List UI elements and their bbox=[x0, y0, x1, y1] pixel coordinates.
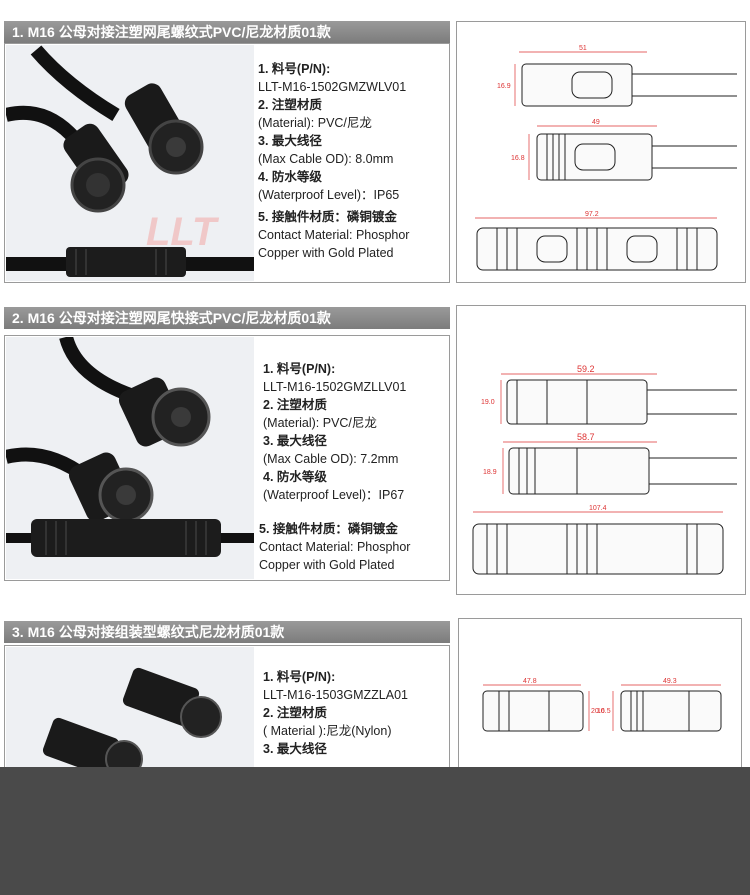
svg-text:107.4: 107.4 bbox=[589, 505, 607, 512]
spec-contact-material: Contact Material: Phosphor bbox=[259, 540, 411, 554]
spec-part-number: LLT-M16-1503GMZZLA01 bbox=[263, 688, 408, 702]
section-3-drawing: 47.8 20.0 49.3 16.5 bbox=[458, 618, 742, 775]
svg-text:20.0: 20.0 bbox=[591, 708, 605, 715]
connector-photo-icon bbox=[6, 647, 254, 773]
section-2-drawing: 59.2 19.0 58.7 18.9 107.4 bbox=[456, 305, 746, 595]
svg-text:18.9: 18.9 bbox=[483, 469, 497, 476]
spec-material: (Material): PVC/尼龙 bbox=[263, 416, 377, 430]
section-2-product-photo bbox=[6, 337, 254, 579]
section-3-spec-list: 1. 料号(P/N): LLT-M16-1503GMZZLA01 2. 注塑材质… bbox=[263, 670, 408, 756]
svg-text:97.2: 97.2 bbox=[585, 211, 599, 218]
spec-waterproof: (Waterproof Level)：IP65 bbox=[258, 188, 400, 202]
section-2-info-panel: 1. 料号(P/N): LLT-M16-1502GMZLLV01 2. 注塑材质… bbox=[4, 335, 450, 581]
svg-text:16.5: 16.5 bbox=[597, 708, 611, 715]
spec-part-number-label: 料号(P/N): bbox=[271, 62, 331, 76]
svg-text:47.8: 47.8 bbox=[523, 678, 537, 685]
section-1-product-photo: LLT bbox=[6, 45, 254, 281]
section-3-title: 3. M16 公母对接组装型螺纹式尼龙材质01款 bbox=[12, 624, 285, 640]
spec-cable-od: (Max Cable OD): 7.2mm bbox=[263, 452, 399, 466]
section-2-header: 2. M16 公母对接注塑网尾快接式PVC/尼龙材质01款 bbox=[4, 307, 450, 329]
svg-text:51: 51 bbox=[579, 45, 587, 52]
connector-drawing-icon: 47.8 20.0 49.3 16.5 bbox=[482, 678, 722, 732]
section-1-info-panel: LLT 1. 料号(P/N): LLT-M16-1502GMZWLV01 2. … bbox=[4, 43, 450, 283]
bottom-overlay bbox=[0, 767, 750, 895]
section-2-title: 2. M16 公母对接注塑网尾快接式PVC/尼龙材质01款 bbox=[12, 310, 331, 326]
spec-material: ( Material ):尼龙(Nylon) bbox=[263, 724, 392, 738]
svg-text:19.0: 19.0 bbox=[481, 399, 495, 406]
connector-drawing-icon: 51 16.9 49 16.8 97.2 bbox=[475, 45, 737, 271]
connector-photo-icon: LLT bbox=[6, 45, 254, 281]
spec-waterproof: (Waterproof Level)：IP67 bbox=[263, 488, 405, 502]
spec-part-number-label: 料号(P/N): bbox=[276, 362, 336, 376]
svg-text:49: 49 bbox=[592, 119, 600, 126]
spec-cable-od: (Max Cable OD): 8.0mm bbox=[258, 152, 394, 166]
connector-photo-icon bbox=[6, 337, 254, 579]
svg-text:16.9: 16.9 bbox=[497, 83, 511, 90]
section-3-header: 3. M16 公母对接组装型螺纹式尼龙材质01款 bbox=[4, 621, 450, 643]
section-2-spec-list: 1. 料号(P/N): LLT-M16-1502GMZLLV01 2. 注塑材质… bbox=[259, 362, 411, 572]
svg-text:49.3: 49.3 bbox=[663, 678, 677, 685]
section-3-product-photo bbox=[6, 647, 254, 773]
spec-part-number-label: 料号(P/N): bbox=[276, 670, 336, 684]
spec-part-number: LLT-M16-1502GMZWLV01 bbox=[258, 80, 407, 94]
spec-contact-material: Contact Material: Phosphor bbox=[258, 228, 410, 242]
svg-text:59.2: 59.2 bbox=[577, 364, 595, 374]
connector-drawing-icon: 59.2 19.0 58.7 18.9 107.4 bbox=[472, 364, 737, 575]
svg-text:16.8: 16.8 bbox=[511, 155, 525, 162]
spec-part-number: LLT-M16-1502GMZLLV01 bbox=[263, 380, 407, 394]
section-1-drawing: 51 16.9 49 16.8 97.2 bbox=[456, 21, 746, 283]
section-1-header: 1. M16 公母对接注塑网尾螺纹式PVC/尼龙材质01款 bbox=[4, 21, 450, 43]
spec-material: (Material): PVC/尼龙 bbox=[258, 116, 372, 130]
section-3-info-panel: 1. 料号(P/N): LLT-M16-1503GMZZLA01 2. 注塑材质… bbox=[4, 645, 450, 775]
svg-text:58.7: 58.7 bbox=[577, 432, 595, 442]
section-1-spec-list: 1. 料号(P/N): LLT-M16-1502GMZWLV01 2. 注塑材质… bbox=[258, 62, 410, 260]
section-1-title: 1. M16 公母对接注塑网尾螺纹式PVC/尼龙材质01款 bbox=[12, 24, 331, 40]
watermark-text: LLT bbox=[146, 210, 220, 254]
